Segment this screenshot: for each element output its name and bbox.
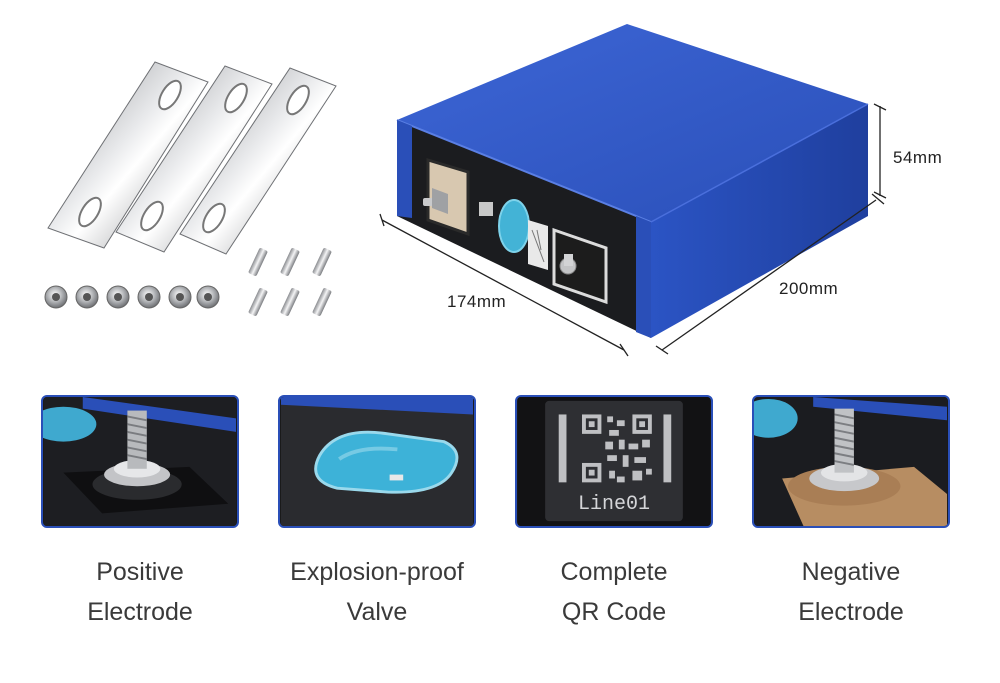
- dimension-width-label: 200mm: [779, 279, 839, 298]
- qr-label: [528, 220, 548, 270]
- explosion-proof-valve-photo: [278, 395, 476, 528]
- caption-line-1: Positive: [96, 558, 184, 586]
- dimension-height-label: 54mm: [893, 148, 943, 167]
- caption-line-2: Valve: [346, 598, 408, 626]
- positive-electrode-caption: Positive Electrode: [20, 552, 260, 632]
- dimension-lines: [379, 103, 887, 357]
- qr-code-photo: Line01: [515, 395, 713, 528]
- busbar-plate-1: [47, 61, 209, 249]
- negative-electrode-photo: [752, 395, 950, 528]
- dimension-length-label: 174mm: [447, 292, 507, 311]
- caption-line-2: Electrode: [798, 598, 904, 626]
- qr-code-caption: Complete QR Code: [494, 552, 734, 632]
- nuts: [44, 285, 220, 309]
- caption-line-1: Explosion-proof: [290, 558, 464, 586]
- caption-line-2: Electrode: [87, 598, 193, 626]
- caption-line-2: QR Code: [561, 598, 667, 626]
- caption-line-1: Complete: [560, 558, 668, 586]
- busbar-plate-3: [179, 67, 337, 255]
- studs: [248, 248, 332, 316]
- caption-line-1: Negative: [801, 558, 901, 586]
- negative-terminal: [552, 227, 608, 305]
- explosion-proof-valve-caption: Explosion-proof Valve: [257, 552, 497, 632]
- qr-line-label: Line01: [577, 493, 650, 516]
- positive-terminal: [423, 157, 470, 237]
- positive-electrode-photo: [41, 395, 239, 528]
- busbar-plate-2: [115, 65, 273, 253]
- negative-electrode-caption: Negative Electrode: [731, 552, 971, 632]
